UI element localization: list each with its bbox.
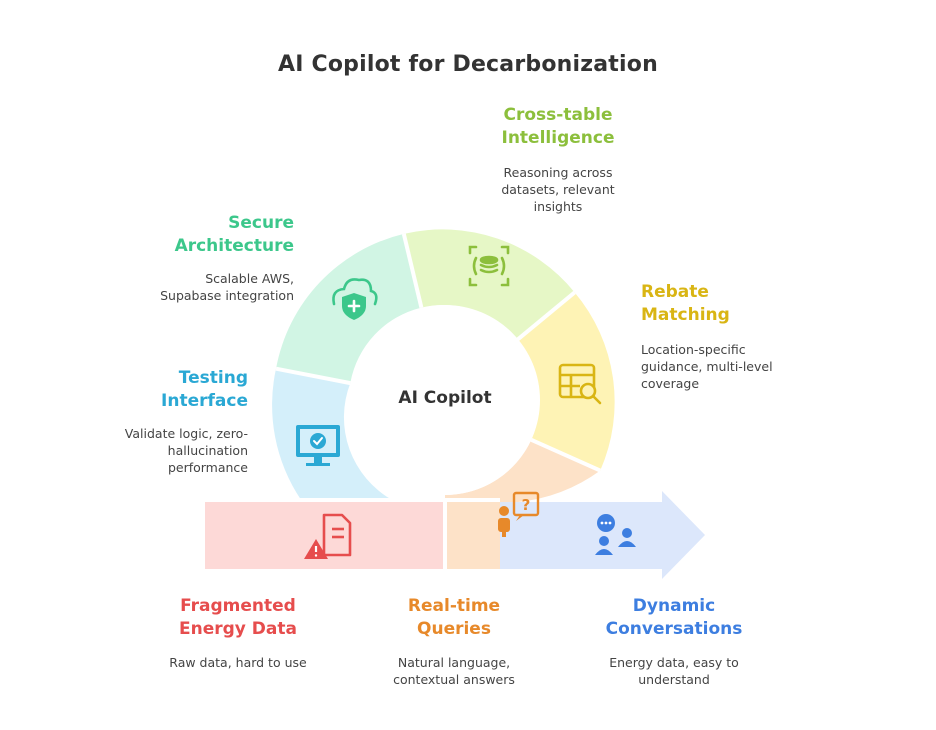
rebate-desc-line: coverage — [641, 376, 700, 391]
dynamic-desc-line: understand — [638, 672, 710, 687]
ring-segment-cross-table — [403, 229, 575, 341]
secure-desc: Scalable AWS, Supabase integration — [104, 270, 294, 304]
cloud-shield-icon — [332, 278, 378, 320]
person-question-icon: ? — [498, 491, 540, 537]
cross-table-desc-line: insights — [533, 199, 583, 214]
rebate-title: Rebate Matching — [641, 281, 801, 327]
realtime-desc-line: Natural language, — [397, 655, 511, 670]
cross-table-title-line: Intelligence — [501, 128, 615, 148]
dynamic-desc-line: Energy data, easy to — [609, 655, 739, 670]
cross-table-desc-line: Reasoning across — [503, 165, 613, 180]
realtime-desc-line: contextual answers — [393, 672, 515, 687]
realtime-title-line: Queries — [417, 619, 491, 639]
dynamic-title: Dynamic Conversations — [584, 595, 764, 641]
chat-users-icon — [595, 514, 636, 555]
secure-title-line: Secure — [228, 213, 294, 233]
cross-table-desc: Reasoning across datasets, relevant insi… — [468, 164, 648, 215]
fragmented-desc: Raw data, hard to use — [138, 654, 338, 671]
document-warning-icon — [304, 513, 352, 559]
rebate-title-line: Rebate — [641, 282, 709, 302]
dynamic-title-line: Conversations — [605, 619, 743, 639]
secure-desc-line: Supabase integration — [160, 288, 294, 303]
monitor-check-icon — [296, 425, 340, 466]
fragmented-desc-line: Raw data, hard to use — [169, 655, 307, 670]
testing-desc-line: Validate logic, zero- — [124, 426, 248, 441]
testing-title-line: Testing — [178, 368, 248, 388]
dynamic-title-line: Dynamic — [632, 596, 716, 616]
testing-desc: Validate logic, zero- hallucination perf… — [78, 425, 248, 476]
realtime-title: Real-time Queries — [374, 595, 534, 641]
database-icon — [468, 245, 510, 287]
fragmented-title-line: Energy Data — [179, 619, 297, 639]
rebate-title-line: Matching — [641, 305, 730, 325]
dynamic-arrow — [500, 491, 705, 579]
cross-table-desc-line: datasets, relevant — [501, 182, 615, 197]
secure-title: Secure Architecture — [130, 212, 294, 258]
testing-title-line: Interface — [161, 391, 248, 411]
ring-segment-rebate — [517, 292, 615, 471]
testing-title: Testing Interface — [108, 367, 248, 413]
secure-title-line: Architecture — [174, 236, 294, 256]
realtime-title-line: Real-time — [407, 596, 501, 616]
hub-label: AI Copilot — [398, 388, 492, 408]
testing-desc-line: performance — [167, 460, 248, 475]
fragmented-title: Fragmented Energy Data — [158, 595, 318, 641]
segment-dividers — [204, 233, 602, 571]
ring-segment-realtime — [445, 439, 601, 569]
cross-table-title: Cross-table Intelligence — [478, 104, 638, 150]
rebate-desc-line: Location-specific — [641, 342, 746, 357]
cross-table-title-line: Cross-table — [503, 105, 613, 125]
fragmented-title-line: Fragmented — [180, 596, 296, 616]
table-search-icon — [558, 363, 602, 405]
secure-desc-line: Scalable AWS, — [205, 271, 294, 286]
realtime-desc: Natural language, contextual answers — [354, 654, 554, 688]
rebate-desc: Location-specific guidance, multi-level … — [641, 341, 821, 392]
dynamic-desc: Energy data, easy to understand — [574, 654, 774, 688]
ring-center — [350, 305, 540, 495]
rebate-desc-line: guidance, multi-level — [641, 359, 773, 374]
svg-text:?: ? — [522, 496, 531, 514]
diagram-title: AI Copilot for Decarbonization — [278, 52, 658, 77]
testing-desc-line: hallucination — [167, 443, 248, 458]
